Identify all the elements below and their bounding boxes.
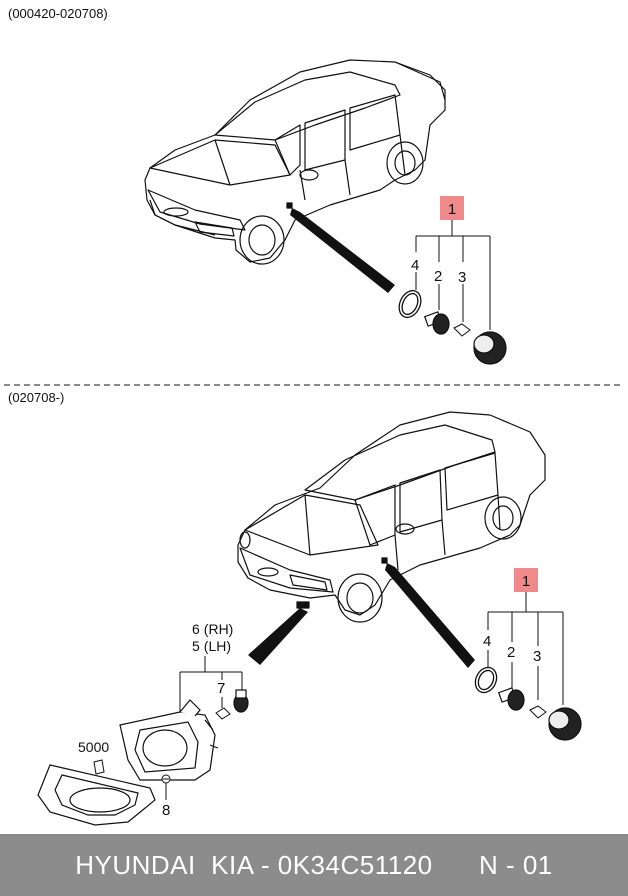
callout-1-label: 1	[448, 201, 456, 218]
screw-part-8	[161, 774, 171, 784]
callout-1b-label: 1	[522, 573, 530, 590]
callout-3-label: 3	[458, 269, 466, 286]
callout-7-label: 7	[217, 680, 225, 697]
footer-brand: HYUNDAI	[75, 850, 196, 880]
fog-lamp-assembly	[119, 699, 219, 781]
gasket-ring-part-4b	[474, 666, 498, 694]
bulb-part-3	[453, 323, 471, 337]
leader-lines-1	[415, 220, 491, 330]
callout-6-label: 6(RH)	[192, 621, 233, 637]
callout-2b-label: 2	[507, 644, 515, 661]
pointer-arrow-3	[248, 608, 308, 665]
callout-8-label: 8	[162, 802, 170, 819]
footer-part-code: KIA - 0K34C51120	[211, 850, 433, 880]
callout-3b-label: 3	[533, 648, 541, 665]
lens-part-1	[473, 331, 507, 365]
footer-page: N - 01	[478, 850, 553, 880]
lens-part-1b	[548, 707, 582, 741]
fog-lamp-bezel	[37, 764, 156, 826]
section-2-date-range: (020708-)	[8, 390, 64, 405]
footer-text: HYUNDAI KIA - 0K34C51120 N - 01	[0, 850, 628, 881]
callout-5-label: 5(LH)	[192, 638, 231, 654]
fog-socket-part	[233, 689, 249, 713]
callout-5000-label: 5000	[78, 739, 109, 755]
bulb-part-3b	[529, 705, 547, 719]
bulb-part-7	[215, 707, 231, 720]
leader-lines-2	[487, 592, 564, 705]
callout-box-1	[440, 196, 464, 220]
socket-part-2b	[497, 687, 525, 711]
pointer-arrow-1	[290, 208, 395, 293]
section-1-date-range: (000420-020708)	[8, 6, 108, 21]
socket-part-2	[423, 311, 450, 335]
callout-2-label: 2	[434, 268, 442, 285]
callout-box-2	[514, 568, 538, 592]
car-illustration-2	[237, 411, 546, 623]
clip-part-5000	[93, 759, 105, 775]
footer-bar: HYUNDAI KIA - 0K34C51120 N - 01	[0, 834, 628, 896]
car-illustration-1	[144, 59, 446, 265]
parts-diagram: (000420-020708) 1	[4, 6, 624, 826]
callout-4b-label: 4	[483, 633, 491, 650]
gasket-ring-part-4	[398, 289, 422, 319]
pointer-arrow-2	[385, 563, 475, 668]
callout-4-label: 4	[411, 257, 419, 274]
